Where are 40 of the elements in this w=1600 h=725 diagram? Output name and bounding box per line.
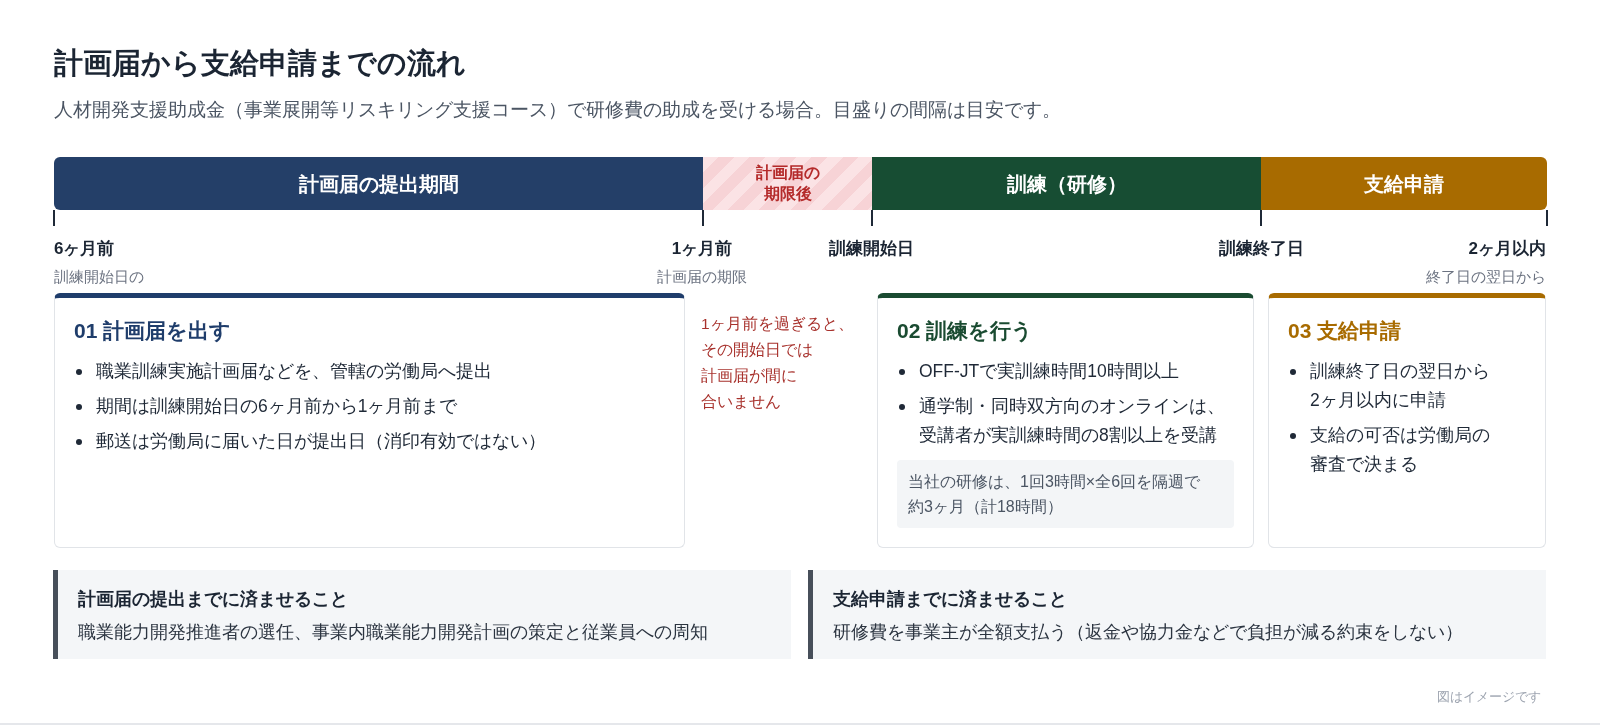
- bullet-text: OFF-JTで実訓練時間10時間以上: [919, 360, 1179, 383]
- panel-text: 職業能力開発推進者の選任、事業内職業能力開発計画の策定と従業員への周知: [78, 621, 709, 644]
- axis-tick-sublabel: 終了日の翌日から: [1426, 267, 1546, 287]
- axis-tick-label: 6ヶ月前: [54, 238, 115, 260]
- note-text: 当社の研修は、1回3時間×全6回を隔週で約3ヶ月（計18時間）: [908, 472, 1202, 517]
- requirement-panel: [53, 570, 791, 659]
- step-card: [54, 293, 685, 548]
- subtitle: 人材開発支援助成金（事業展開等リスキリング支援コース）で研修費の助成を受ける場合。目盛りの間隔は目安です。: [54, 98, 1061, 122]
- phase-label: 計画届の期限後: [754, 162, 821, 204]
- phase-label: 計画届の提出期間: [298, 171, 459, 197]
- card-heading: 02 訓練を行う: [897, 318, 1035, 344]
- axis-tick-label: 訓練開始日: [828, 238, 914, 260]
- requirement-panel: [808, 570, 1546, 659]
- phase-bar: [54, 157, 703, 210]
- bullet-text: 職業訓練実施計画届などを、管轄の労働局へ提出: [96, 360, 492, 383]
- phase-label: 支給申請: [1364, 171, 1444, 197]
- axis-tick-sublabel: 訓練開始日の: [54, 267, 144, 287]
- axis-tick-label: 1ヶ月前: [671, 238, 733, 260]
- phase-bar: [1261, 157, 1547, 210]
- bullet-text: 支給の可否は労働局の審査で決まる: [1310, 424, 1491, 476]
- panel-text: 研修費を事業主が全額支払う（返金や協力金などで負担が減る約束をしない）: [833, 621, 1464, 644]
- bullet-text: 郵送は労働局に届いた日が提出日（消印有効ではない）: [96, 430, 546, 453]
- phase-bar: [703, 157, 872, 210]
- step-card: [1268, 293, 1546, 548]
- warning-note: 1ヶ月前を過ぎると、その開始日では計画届が間に合いません: [701, 314, 855, 412]
- axis-tick-label: 2ヶ月以内: [1468, 238, 1546, 260]
- title: 計画届から支給申請までの流れ: [54, 46, 466, 81]
- card-heading: 01 計画届を出す: [74, 318, 233, 344]
- footnote: 図はイメージです: [1437, 689, 1541, 706]
- phase-bar: [872, 157, 1261, 210]
- panel-heading: 支給申請までに済ませること: [833, 588, 1068, 611]
- phase-label: 訓練（研修）: [1006, 171, 1127, 197]
- bullet-text: 通学制・同時双方向のオンラインは、受講者が実訓練時間の8割以上を受講: [919, 395, 1226, 447]
- axis-tick-label: 訓練終了日: [1218, 238, 1304, 260]
- bullet-text: 期間は訓練開始日の6ヶ月前から1ヶ月前まで: [96, 395, 458, 418]
- panel-heading: 計画届の提出までに済ませること: [78, 588, 349, 611]
- axis-tick-sublabel: 計画届の期限: [657, 267, 747, 287]
- bullet-text: 訓練終了日の翌日から2ヶ月以内に申請: [1310, 360, 1491, 412]
- step-card: [877, 293, 1254, 548]
- card-heading: 03 支給申請: [1288, 318, 1403, 344]
